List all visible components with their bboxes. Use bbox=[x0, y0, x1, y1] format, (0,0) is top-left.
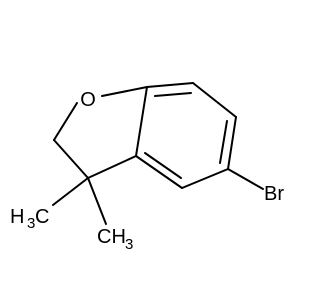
bond-cquat-methyl-right bbox=[87, 177, 107, 225]
bond-c3a-c4 bbox=[135, 155, 183, 189]
bond-o-ch2 bbox=[53, 102, 78, 141]
bromine-label: Br bbox=[264, 183, 284, 205]
bond-ch2-cquat bbox=[53, 139, 89, 179]
bond-c7a-c3a bbox=[135, 86, 148, 157]
bond-cquat-methyl-left bbox=[52, 177, 89, 206]
bond-c7-c7a bbox=[146, 82, 194, 88]
bond-inner-c7a-c7 bbox=[154, 92, 192, 97]
molecule-structure-diagram: O Br H 3 C CH 3 bbox=[10, 82, 284, 253]
bond-c5-c6 bbox=[227, 116, 237, 170]
bond-inner-c4-c3a bbox=[144, 152, 182, 179]
methyl-right-subscript: 3 bbox=[125, 236, 133, 253]
bond-inner-c6-c5 bbox=[219, 120, 228, 164]
bond-c6-c7 bbox=[192, 82, 237, 118]
bond-cquat-c3a bbox=[87, 155, 137, 179]
bond-c5-br bbox=[227, 168, 264, 190]
oxygen-label: O bbox=[80, 89, 96, 111]
methyl-right-ch-label: CH bbox=[97, 226, 126, 248]
methyl-left-h-label: H bbox=[10, 206, 24, 228]
bond-c4-c5 bbox=[181, 168, 229, 189]
methyl-left-c-label: C bbox=[35, 206, 49, 228]
bond-o-c7a bbox=[101, 86, 148, 97]
methyl-left-subscript: 3 bbox=[27, 215, 35, 232]
